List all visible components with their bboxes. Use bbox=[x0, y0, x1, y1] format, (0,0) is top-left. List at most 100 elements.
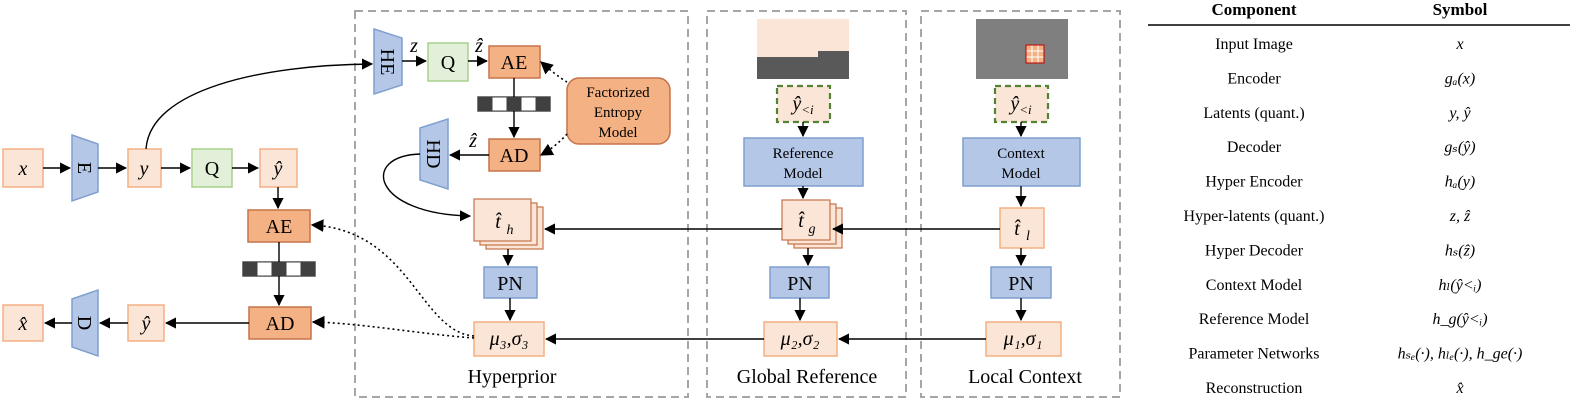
latent-y-node: y bbox=[127, 148, 162, 188]
global-reference-frame bbox=[706, 10, 907, 398]
recon-latent-node: ŷ bbox=[127, 304, 165, 342]
table-cell-component: Hyper Decoder bbox=[1205, 242, 1304, 259]
reference-model: Reference Model bbox=[743, 137, 864, 187]
decoder-node: D bbox=[71, 288, 99, 358]
svg-text:x̂: x̂ bbox=[18, 313, 28, 335]
pn-local: PN bbox=[990, 266, 1052, 299]
table-cell-component: Input Image bbox=[1215, 36, 1293, 53]
svg-text:g: g bbox=[809, 222, 816, 237]
zhat-label-2: ẑ bbox=[468, 130, 477, 152]
svg-text:Model: Model bbox=[783, 166, 822, 182]
svg-text:ŷ: ŷ bbox=[272, 158, 283, 180]
svg-text:Q: Q bbox=[205, 158, 220, 180]
hyper-decoder-node: HD bbox=[419, 117, 449, 191]
svg-text:t̂: t̂ bbox=[495, 211, 502, 233]
table-cell-symbol: y, ŷ bbox=[1447, 105, 1471, 122]
svg-text:y: y bbox=[138, 158, 149, 180]
latent-yhat-node: ŷ bbox=[259, 148, 298, 188]
svg-text:D: D bbox=[73, 316, 95, 330]
table-cell-symbol: hₗ(ŷ<ᵢ) bbox=[1439, 277, 1482, 294]
svg-text:h: h bbox=[507, 223, 514, 238]
svg-text:AD: AD bbox=[266, 313, 295, 335]
table-cell-symbol: gₛ(ŷ) bbox=[1444, 139, 1475, 156]
table-row: Reference Model h_g(ŷ<ᵢ) bbox=[1199, 311, 1488, 328]
table-cell-component: Reconstruction bbox=[1206, 380, 1303, 397]
svg-text:Entropy: Entropy bbox=[594, 105, 643, 121]
caption-hyperprior: Hyperprior bbox=[468, 366, 557, 388]
local-image-thumb bbox=[976, 19, 1068, 79]
svg-text:HE: HE bbox=[376, 49, 398, 76]
input-node: x bbox=[2, 148, 44, 188]
svg-text:Model: Model bbox=[1001, 166, 1040, 182]
svg-text:l: l bbox=[1026, 229, 1030, 244]
table-header-symbol: Symbol bbox=[1433, 0, 1488, 19]
caption-local-context: Local Context bbox=[968, 366, 1082, 388]
table-cell-component: Reference Model bbox=[1199, 311, 1310, 328]
table-row: Encoder gₐ(x) bbox=[1227, 70, 1475, 87]
z-label: z bbox=[409, 35, 418, 57]
svg-text:AE: AE bbox=[501, 52, 528, 74]
svg-text:x: x bbox=[18, 158, 28, 180]
global-context-latent: ŷ<i bbox=[775, 84, 832, 124]
table-cell-component: Parameter Networks bbox=[1188, 346, 1319, 363]
table-cell-component: Decoder bbox=[1227, 139, 1282, 156]
pn-global: PN bbox=[769, 266, 830, 299]
hyper-arithmetic-decoder: AD bbox=[488, 138, 541, 172]
reference-image-thumb bbox=[757, 19, 849, 79]
caption-global-reference: Global Reference bbox=[737, 366, 878, 388]
table-row: Hyper-latents (quant.) z, ẑ bbox=[1184, 208, 1471, 225]
pn-hyper: PN bbox=[483, 266, 538, 299]
svg-text:Model: Model bbox=[598, 125, 637, 141]
bitstream-hyper bbox=[477, 96, 551, 112]
svg-text:μ₃,σ₃: μ₃,σ₃ bbox=[489, 328, 529, 350]
table-cell-symbol: gₐ(x) bbox=[1445, 70, 1475, 87]
table-cell-symbol: h_g(ŷ<ᵢ) bbox=[1432, 311, 1487, 328]
table-cell-component: Encoder bbox=[1227, 70, 1281, 87]
svg-text:Context: Context bbox=[997, 146, 1045, 162]
table-cell-symbol: x bbox=[1455, 36, 1463, 53]
hyper-arithmetic-encoder: AE bbox=[488, 45, 541, 79]
svg-text:PN: PN bbox=[1008, 273, 1034, 295]
factorized-entropy-model: Factorized Entropy Model bbox=[566, 77, 671, 145]
params-global: μ₂,σ₂ bbox=[763, 321, 838, 357]
arithmetic-decoder-main: AD bbox=[248, 306, 312, 340]
svg-text:E: E bbox=[73, 162, 95, 174]
context-model: Context Model bbox=[962, 137, 1081, 187]
svg-text:AD: AD bbox=[500, 145, 529, 167]
table-cell-symbol: hₐ(y) bbox=[1445, 174, 1475, 191]
table-row: Decoder gₛ(ŷ) bbox=[1227, 139, 1476, 156]
local-context-latent: ŷ<i bbox=[993, 84, 1050, 124]
table-row: Latents (quant.)y, ŷ bbox=[1203, 105, 1471, 122]
svg-text:t̂: t̂ bbox=[1014, 218, 1021, 240]
svg-text:HD: HD bbox=[422, 140, 444, 169]
output-node: x̂ bbox=[2, 304, 44, 342]
svg-text:Q: Q bbox=[441, 52, 456, 74]
table-row: Input Image x bbox=[1215, 36, 1463, 53]
table-cell-symbol: x̂ bbox=[1455, 380, 1463, 397]
svg-text:AE: AE bbox=[266, 216, 293, 238]
hyper-encoder-node: HE bbox=[373, 27, 403, 96]
params-local: μ₁,σ₁ bbox=[985, 321, 1062, 357]
table-cell-component: Hyper-latents (quant.) bbox=[1184, 208, 1325, 225]
table-row: Hyper Decoder hₛ(ẑ) bbox=[1205, 242, 1475, 259]
svg-text:μ₁,σ₁: μ₁,σ₁ bbox=[1003, 328, 1043, 350]
svg-text:Factorized: Factorized bbox=[586, 85, 650, 101]
svg-text:PN: PN bbox=[497, 273, 523, 295]
table-cell-symbol: z, ẑ bbox=[1449, 208, 1471, 225]
local-feature-tl: t̂ l bbox=[999, 207, 1045, 249]
zhat-label-1: ẑ bbox=[474, 35, 483, 57]
table-header-component: Component bbox=[1211, 0, 1296, 19]
hyper-feature-th: t̂ h bbox=[473, 198, 544, 250]
table-cell-symbol: hₛ(ẑ) bbox=[1445, 242, 1475, 259]
svg-text:PN: PN bbox=[787, 273, 813, 295]
global-feature-tg: t̂ g bbox=[781, 199, 843, 249]
svg-text:t̂: t̂ bbox=[798, 210, 805, 232]
local-context-frame bbox=[920, 10, 1121, 398]
arithmetic-encoder-main: AE bbox=[247, 209, 311, 243]
